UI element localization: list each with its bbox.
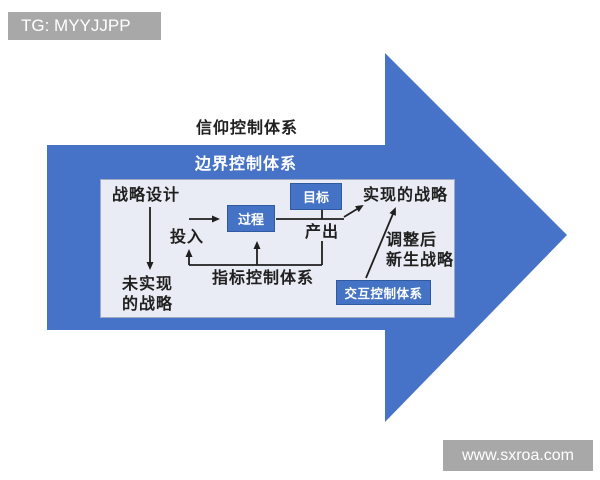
interactive-control-system-box: 交互控制体系	[336, 280, 431, 305]
tg-watermark-badge: TG: MYYJJPP	[8, 12, 161, 40]
belief-control-system-label: 信仰控制体系	[196, 120, 299, 137]
indicator-control-system-label: 指标控制体系	[212, 270, 315, 287]
process-box: 过程	[227, 205, 275, 232]
strategy-design-label: 战略设计	[112, 187, 181, 204]
arrow-interactive-to-realized	[365, 207, 396, 279]
unrealized-strategy-label: 未实现 的战略	[122, 276, 174, 313]
boundary-control-system-label: 边界控制体系	[195, 156, 298, 173]
input-label: 投入	[170, 229, 205, 246]
output-label: 产出	[305, 224, 340, 241]
goal-box: 目标	[290, 183, 342, 210]
arrow-to-realized	[343, 204, 364, 218]
adjusted-strategy-label: 调整后 新生战略	[386, 232, 455, 269]
website-watermark-badge: www.sxroa.com	[443, 440, 593, 471]
realized-strategy-label: 实现的战略	[363, 187, 449, 204]
